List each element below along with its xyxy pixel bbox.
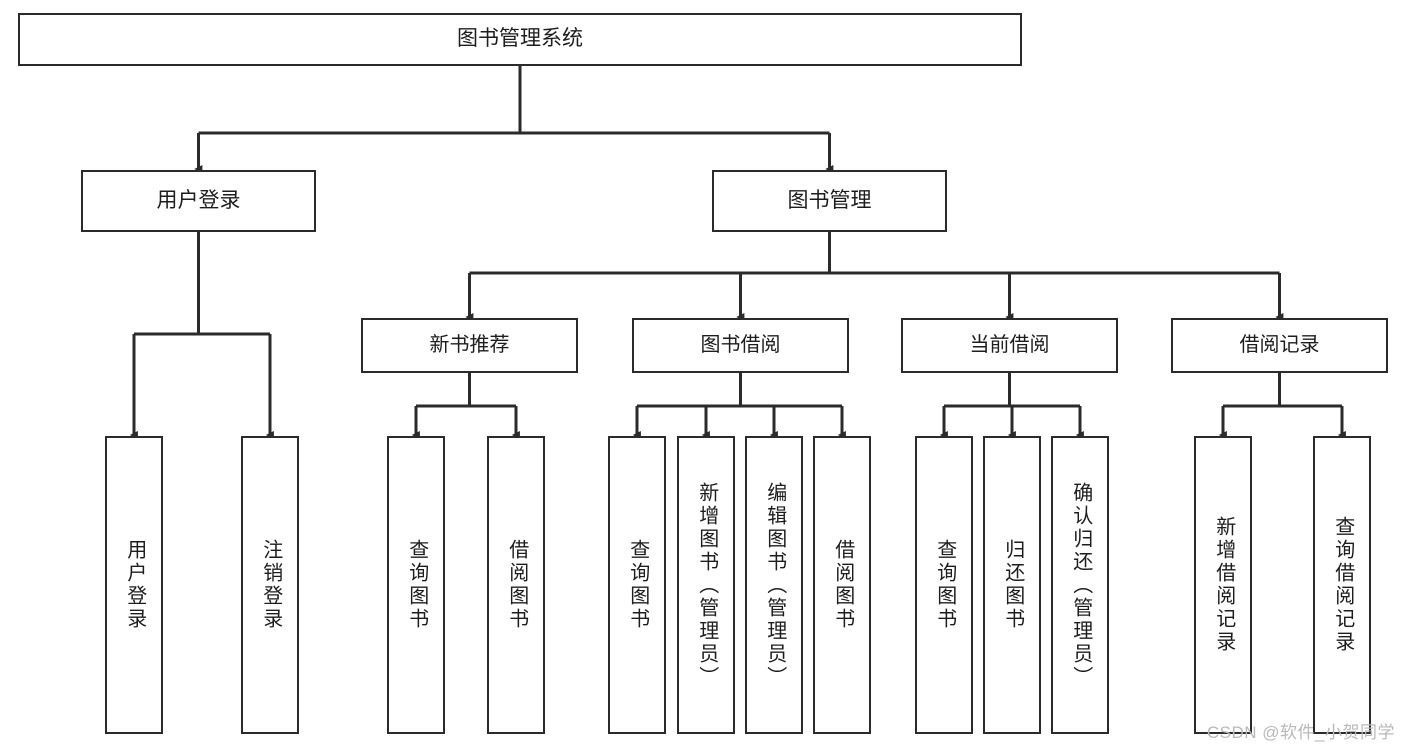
node-new-book-recommend-label: 新书推荐: [429, 333, 510, 356]
leaf-query-borrow-record-label: 查询借阅记录: [1331, 516, 1354, 654]
leaf-query-book-recommend-label: 查询图书: [405, 539, 428, 631]
node-root[interactable]: 图书管理系统: [18, 13, 1022, 66]
node-root-label: 图书管理系统: [457, 27, 583, 51]
leaf-confirm-return[interactable]: 确认归还（管理员）: [1051, 436, 1109, 734]
leaf-borrow-book-label: 借阅图书: [831, 539, 854, 631]
leaf-query-book-current-label: 查询图书: [933, 539, 956, 631]
node-book-borrow[interactable]: 图书借阅: [632, 318, 849, 373]
leaf-query-book-current[interactable]: 查询图书: [915, 436, 973, 734]
node-new-book-recommend[interactable]: 新书推荐: [361, 318, 578, 373]
leaf-user-login[interactable]: 用户登录: [105, 436, 163, 734]
leaf-borrow-book-recommend[interactable]: 借阅图书: [487, 436, 545, 734]
leaf-add-book[interactable]: 新增图书（管理员）: [677, 436, 735, 734]
leaf-borrow-book[interactable]: 借阅图书: [813, 436, 871, 734]
leaf-query-borrow-record[interactable]: 查询借阅记录: [1313, 436, 1371, 734]
node-current-borrow-label: 当前借阅: [969, 333, 1050, 356]
node-user-login-label: 用户登录: [156, 188, 241, 212]
leaf-confirm-return-label: 确认归还（管理员）: [1069, 481, 1092, 689]
leaf-edit-book[interactable]: 编辑图书（管理员）: [745, 436, 803, 734]
leaf-add-borrow-record-label: 新增借阅记录: [1212, 516, 1235, 654]
leaf-borrow-book-recommend-label: 借阅图书: [505, 539, 528, 631]
leaf-return-book[interactable]: 归还图书: [983, 436, 1041, 734]
node-borrow-record-label: 借阅记录: [1239, 333, 1320, 356]
node-book-manage-label: 图书管理: [787, 188, 872, 212]
leaf-return-book-label: 归还图书: [1001, 539, 1024, 631]
node-book-borrow-label: 图书借阅: [700, 333, 781, 356]
leaf-user-login-label: 用户登录: [123, 539, 146, 631]
node-borrow-record[interactable]: 借阅记录: [1171, 318, 1388, 373]
watermark: CSDN @软件_小贺同学: [1206, 723, 1395, 742]
leaf-edit-book-label: 编辑图书（管理员）: [763, 481, 786, 689]
leaf-user-logout[interactable]: 注销登录: [241, 436, 299, 734]
node-user-login[interactable]: 用户登录: [81, 170, 316, 232]
leaf-user-logout-label: 注销登录: [259, 539, 282, 631]
node-book-manage[interactable]: 图书管理: [712, 170, 947, 232]
leaf-add-book-label: 新增图书（管理员）: [695, 481, 718, 689]
leaf-add-borrow-record[interactable]: 新增借阅记录: [1194, 436, 1252, 734]
leaf-query-book-borrow[interactable]: 查询图书: [608, 436, 666, 734]
leaf-query-book-borrow-label: 查询图书: [626, 539, 649, 631]
node-current-borrow[interactable]: 当前借阅: [901, 318, 1118, 373]
leaf-query-book-recommend[interactable]: 查询图书: [387, 436, 445, 734]
